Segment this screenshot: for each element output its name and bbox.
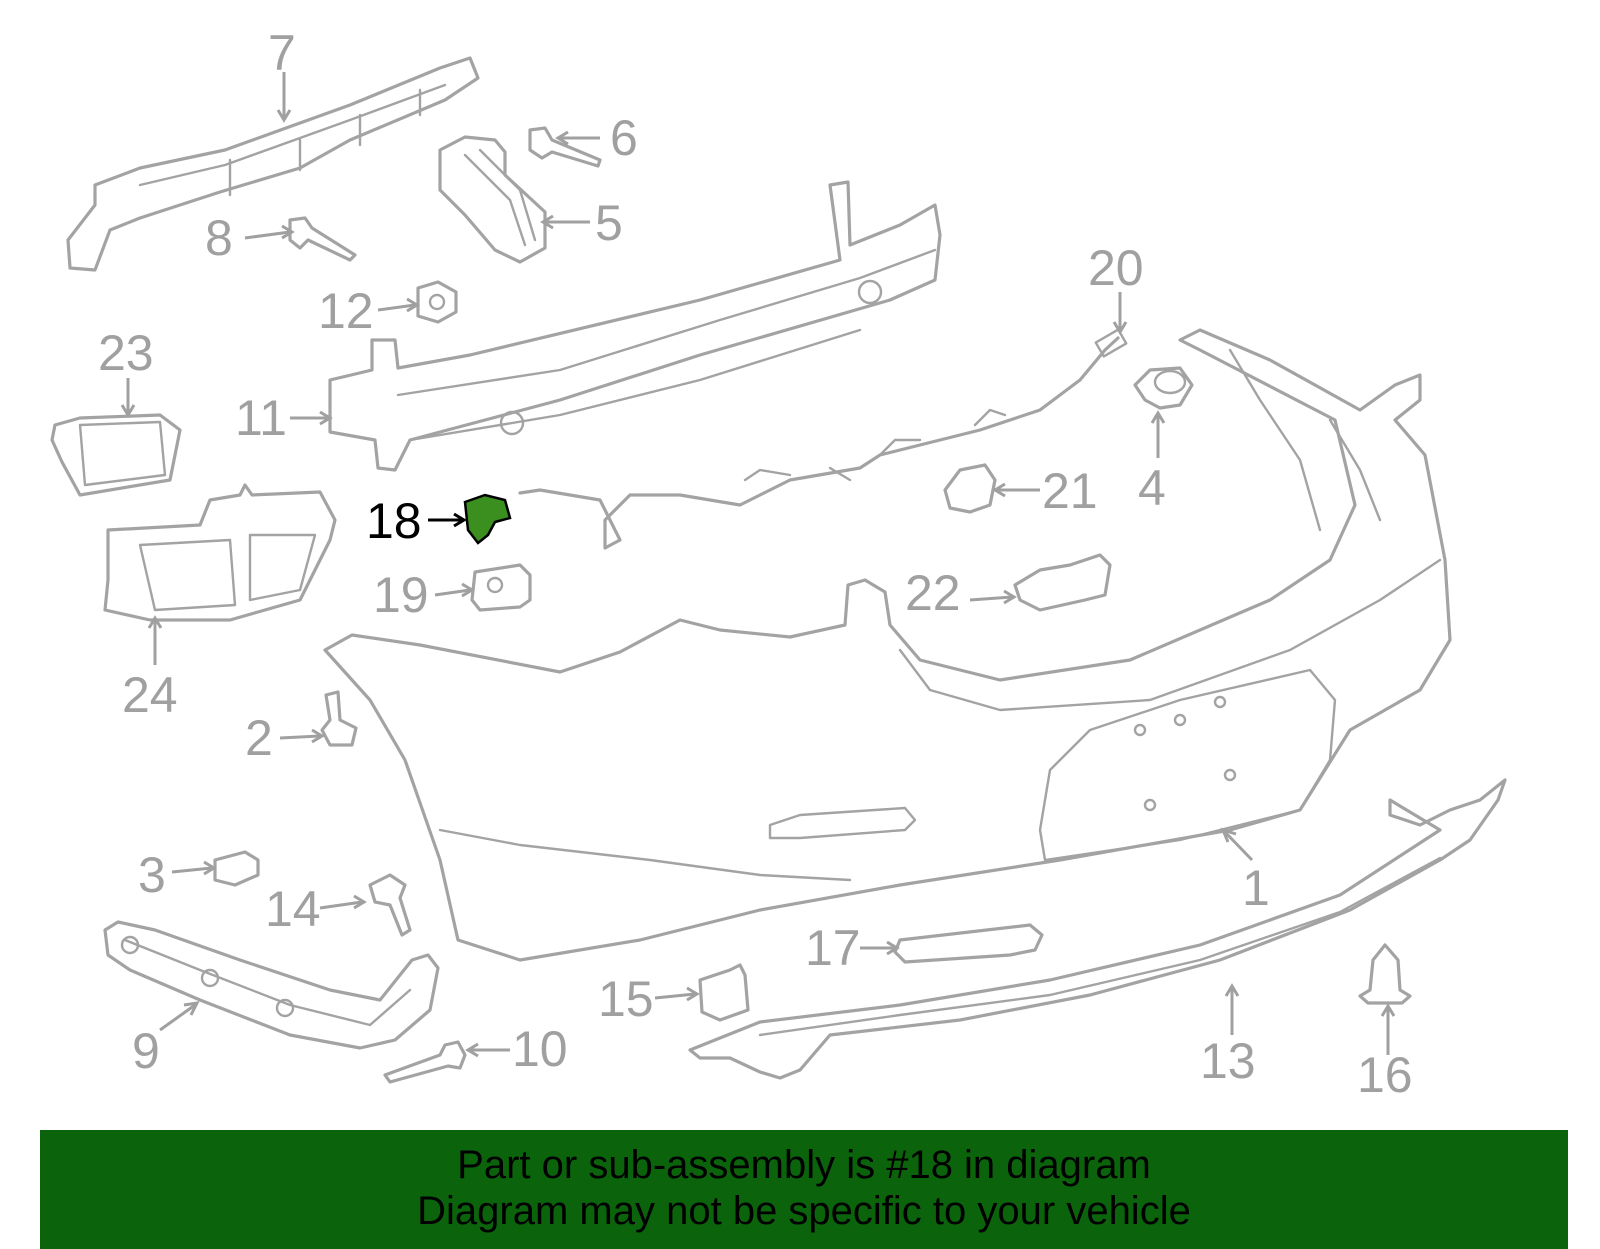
callout-label-18: 18 xyxy=(366,493,422,549)
part-13-lower-valance xyxy=(688,778,1507,1080)
part-21-sensor xyxy=(943,463,997,514)
part-15-retainer xyxy=(698,963,750,1022)
callout-label-2: 2 xyxy=(245,710,273,766)
part-12-nut xyxy=(416,280,458,324)
callout-label-8: 8 xyxy=(205,210,233,266)
callout-label-5: 5 xyxy=(595,195,623,251)
callout-label-13: 13 xyxy=(1200,1033,1256,1089)
part-7-bracket xyxy=(66,56,480,272)
callout-label-20: 20 xyxy=(1088,240,1144,296)
callout-label-22: 22 xyxy=(905,565,961,621)
callout-label-15: 15 xyxy=(598,971,654,1027)
part-1-bumper-cover xyxy=(323,328,1452,962)
callout-label-12: 12 xyxy=(318,283,374,339)
callout-label-10: 10 xyxy=(512,1021,568,1077)
callout-label-6: 6 xyxy=(610,110,638,166)
part-17-reflector xyxy=(893,923,1044,964)
part-11-reinforcement-beam xyxy=(328,180,942,472)
part-14-screw xyxy=(368,873,412,937)
callout-label-19: 19 xyxy=(373,567,429,623)
part-23-module xyxy=(50,413,182,497)
part-8-pin xyxy=(288,216,357,262)
callout-label-11: 11 xyxy=(235,390,287,446)
part-3-clip xyxy=(213,850,260,887)
banner-line-part: Part or sub-assembly is #18 in diagram xyxy=(457,1143,1151,1187)
callout-arrows xyxy=(120,72,1396,1058)
callout-label-3: 3 xyxy=(138,847,166,903)
part-10-rivet xyxy=(383,1040,467,1084)
callout-label-21: 21 xyxy=(1042,463,1098,519)
part-9-lower-bracket xyxy=(103,920,440,1050)
callout-label-9: 9 xyxy=(132,1023,160,1079)
callout-label-7: 7 xyxy=(268,25,296,81)
part-24-bracket xyxy=(103,483,337,622)
callout-label-16: 16 xyxy=(1357,1047,1413,1103)
part-22-bracket xyxy=(1013,553,1112,612)
callout-label-23: 23 xyxy=(98,325,154,381)
banner-line-disclaimer: Diagram may not be specific to your vehi… xyxy=(417,1189,1191,1233)
part-16-push-clip xyxy=(1358,943,1412,1005)
callout-label-24: 24 xyxy=(122,667,178,723)
callout-label-14: 14 xyxy=(265,881,321,937)
part-20-wiring-harness xyxy=(518,328,1128,550)
parts-diagram: 7 6 5 8 12 20 23 11 4 21 18 19 22 24 2 1… xyxy=(50,25,1507,1103)
part-18-sensor xyxy=(463,493,512,545)
callout-label-17: 17 xyxy=(805,920,861,976)
part-19-retainer xyxy=(470,563,532,612)
callout-label-4: 4 xyxy=(1138,460,1166,516)
part-6-push-pin xyxy=(528,126,602,168)
info-banner: Part or sub-assembly is #18 in diagram D… xyxy=(40,1130,1568,1249)
part-5-bracket xyxy=(438,135,547,264)
callout-labels: 7 6 5 8 12 20 23 11 4 21 18 19 22 24 2 1… xyxy=(98,25,1413,1103)
part-2-bolt xyxy=(320,690,358,747)
part-4-socket xyxy=(1133,366,1194,410)
callout-label-1: 1 xyxy=(1242,860,1270,916)
